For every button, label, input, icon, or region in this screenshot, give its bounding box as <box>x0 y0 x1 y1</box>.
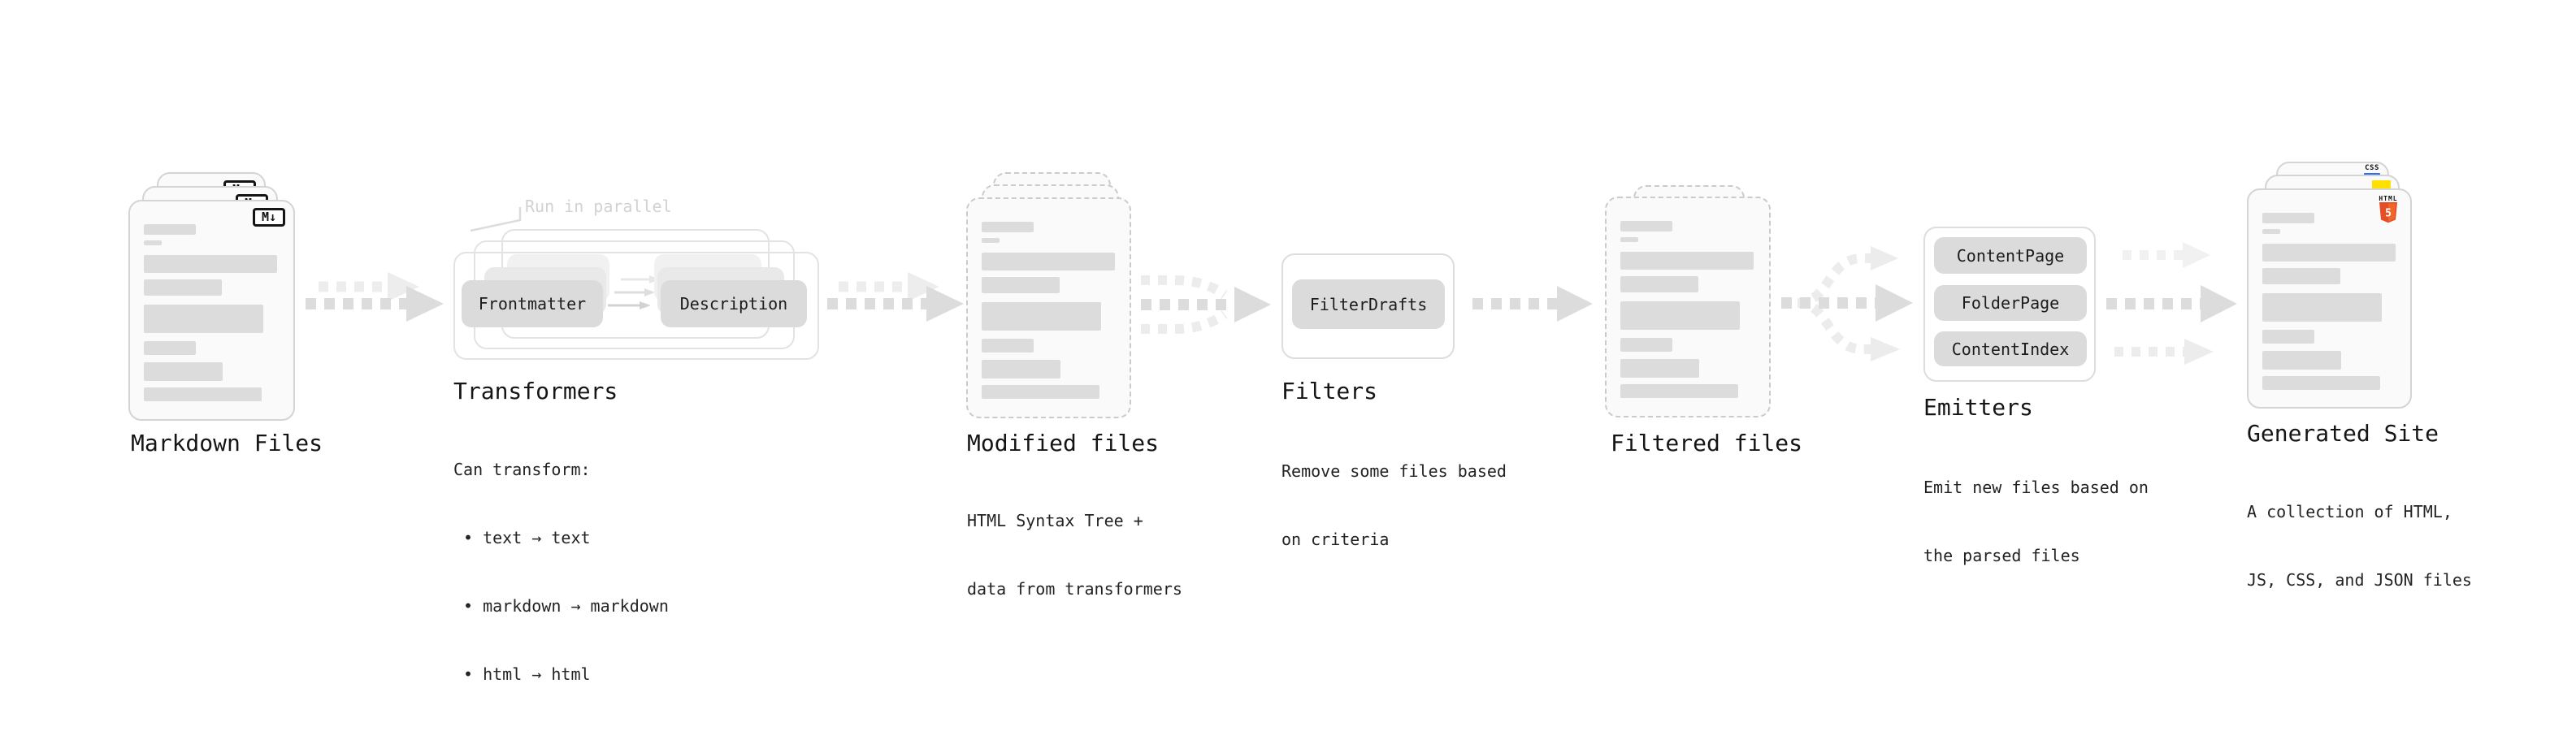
placeholder-bar <box>2262 244 2396 262</box>
run-in-parallel-annotation: Run in parallel <box>525 197 672 216</box>
description-line: data from transformers <box>967 579 1182 599</box>
contentindex-pill: ContentIndex <box>1934 331 2087 366</box>
transformers-label: Transformers <box>453 378 618 404</box>
placeholder-bar <box>144 224 196 235</box>
markdown-files-label: Markdown Files <box>131 430 323 456</box>
markdown-icon-text: M↓ <box>261 210 277 224</box>
markdown-files-stack: M↓ M↓ M↓ <box>128 172 340 424</box>
placeholder-bar <box>1620 252 1754 270</box>
css-icon-text: CSS <box>2365 164 2379 172</box>
modified-files-stack <box>966 172 1161 424</box>
placeholder-bar <box>2262 330 2314 344</box>
description-line: • text → text <box>463 528 591 547</box>
emitters-description: Emit new files based on the parsed files <box>1923 430 2149 612</box>
filtered-files-label: Filtered files <box>1611 430 1803 456</box>
filters-label: Filters <box>1281 378 1378 404</box>
modified-files-description: HTML Syntax Tree + data from transformer… <box>967 464 1182 646</box>
generated-site-stack: CSS HTML 5 <box>2247 162 2442 413</box>
description-line: A collection of HTML, <box>2247 502 2452 521</box>
transformers-description: Can transform: • text → text • markdown … <box>453 413 669 731</box>
html5-icon: HTML 5 <box>2378 195 2399 227</box>
placeholder-bar <box>1620 338 1672 352</box>
contentpage-pill: ContentPage <box>1934 237 2087 274</box>
transformer-internal-arrows <box>608 275 660 309</box>
description-line: on criteria <box>1281 530 1390 549</box>
placeholder-bar <box>2262 293 2382 322</box>
description-line: HTML Syntax Tree + <box>967 511 1143 530</box>
document-card-html: HTML 5 <box>2247 188 2412 409</box>
html5-shield: 5 <box>2379 202 2397 223</box>
description-line: Emit new files based on <box>1923 478 2149 497</box>
arrow-filters-to-filtered <box>1472 286 1593 322</box>
placeholder-bar <box>982 222 1034 232</box>
placeholder-bar <box>144 305 263 333</box>
placeholder-bar <box>144 362 223 381</box>
description-pill: Description <box>661 280 807 327</box>
document-card-dashed <box>966 197 1131 418</box>
filterdrafts-pill: FilterDrafts <box>1292 279 1445 329</box>
placeholder-bar <box>2262 213 2314 223</box>
placeholder-bar <box>2262 268 2340 284</box>
description-line: Remove some files based <box>1281 461 1507 481</box>
filtered-files-stack <box>1605 185 1800 429</box>
description-line: • markdown → markdown <box>463 596 669 616</box>
description-line: the parsed files <box>1923 546 2080 565</box>
placeholder-bar <box>1620 384 1738 398</box>
generated-site-description: A collection of HTML, JS, CSS, and JSON … <box>2247 455 2472 637</box>
placeholder-bar <box>1620 301 1740 330</box>
placeholder-bar <box>982 277 1060 293</box>
placeholder-bar <box>982 339 1034 353</box>
placeholder-bar <box>1620 276 1698 292</box>
html5-icon-label: HTML <box>2379 195 2398 202</box>
modified-files-label: Modified files <box>967 430 1160 456</box>
placeholder-bar <box>982 253 1115 270</box>
placeholder-bar <box>982 238 1000 243</box>
description-line: JS, CSS, and JSON files <box>2247 570 2472 590</box>
placeholder-bar <box>982 302 1101 331</box>
placeholder-bar <box>144 279 222 296</box>
filters-box <box>1281 253 1455 359</box>
emitters-label: Emitters <box>1923 394 2033 421</box>
placeholder-bar <box>144 255 277 273</box>
description-line: • html → html <box>463 664 591 684</box>
placeholder-bar <box>2262 351 2341 370</box>
placeholder-bar <box>1620 237 1638 242</box>
svg-text:5: 5 <box>2385 208 2392 220</box>
filters-description: Remove some files based on criteria <box>1281 414 1507 596</box>
emitters-box <box>1923 227 2096 382</box>
document-card-dashed <box>1605 197 1771 417</box>
arrow-markdown-to-transformers <box>306 272 444 322</box>
arrow-layer <box>306 207 2237 365</box>
placeholder-bar <box>1620 359 1699 378</box>
folderpage-pill: FolderPage <box>1934 285 2087 321</box>
placeholder-bar <box>982 360 1060 378</box>
js-icon <box>2372 180 2391 189</box>
pipeline-diagram: M↓ M↓ M↓ Markdown Files Run in parallel … <box>128 162 2472 684</box>
placeholder-bar <box>144 387 262 401</box>
arrow-filtered-to-emitters <box>1781 246 1913 361</box>
description-line: Can transform: <box>453 460 591 479</box>
placeholder-bar <box>2262 229 2280 234</box>
placeholder-bar <box>1620 221 1672 231</box>
arrow-emitters-to-generated <box>2106 242 2237 365</box>
arrow-transformers-to-modified <box>827 272 964 322</box>
placeholder-bar <box>144 240 162 245</box>
placeholder-bar <box>144 341 196 355</box>
markdown-icon: M↓ <box>253 208 285 227</box>
placeholder-bar <box>2262 376 2380 390</box>
document-card: M↓ <box>128 200 295 421</box>
frontmatter-pill: Frontmatter <box>462 280 603 327</box>
generated-site-label: Generated Site <box>2247 420 2439 447</box>
transformer-box <box>453 252 819 360</box>
run-in-parallel-callout-line <box>470 207 522 232</box>
arrow-modified-to-filters <box>1141 275 1271 334</box>
placeholder-bar <box>982 385 1099 399</box>
